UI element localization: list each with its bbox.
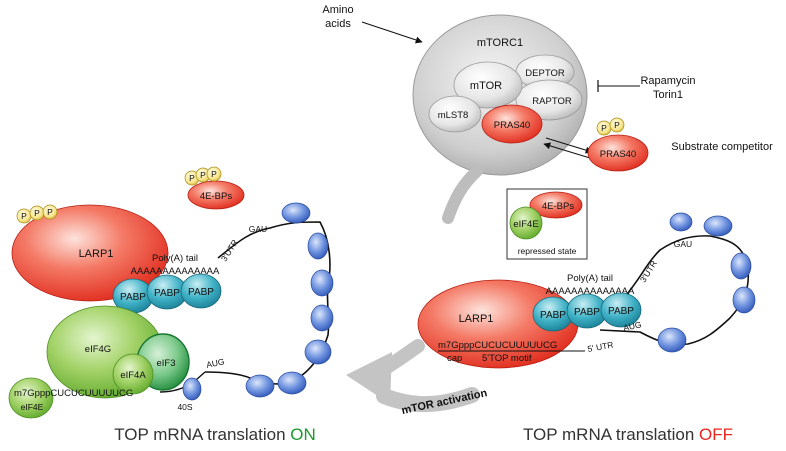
right-aug-label: AUG (622, 319, 642, 333)
right-cap-seq: m7GpppCUCUCUUUUUCG (438, 340, 557, 351)
right-pabp-1-label: PABP (540, 310, 566, 321)
phospho-group: P (206, 166, 222, 182)
substrate-competitor-label: Substrate competitor (671, 141, 773, 153)
right-larp1-label: LARP1 (459, 313, 494, 325)
phospho-group: P (16, 208, 32, 224)
phospho-group: P (42, 204, 58, 220)
amino-acids-label-1: Amino (322, 4, 353, 16)
phospho-label: P (200, 170, 206, 180)
phospho-group: P (184, 170, 200, 186)
mlst8-label: mLST8 (438, 110, 469, 121)
mtor-subunit: mTOR (453, 61, 523, 109)
rapamycin-label: Rapamycin (640, 75, 695, 87)
left-eif4e-label: eIF4E (21, 402, 44, 412)
right-pabp-3: PABP (600, 292, 642, 328)
left-eif4e: eIF4E (8, 377, 54, 419)
right-polya-label: Poly(A) tail (567, 273, 613, 284)
left-caption-state: ON (290, 425, 316, 444)
mlst8-subunit: mLST8 (428, 95, 482, 133)
phospho-group: P (29, 205, 45, 221)
left-caption-prefix: TOP mRNA translation (114, 425, 290, 444)
phospho-label: P (614, 120, 620, 130)
left-pabp-2-label: PABP (154, 288, 180, 299)
left-pabp-1-label: PABP (120, 292, 146, 303)
left-40s-subunit: 40S (177, 377, 202, 412)
left-pabp-3: PABP (180, 273, 222, 309)
phospho-label: P (211, 169, 217, 179)
right-polya-seq: AAAAAAAAAAAAAA (546, 286, 635, 297)
repressed-4ebps-label: 4E-BPs (542, 201, 574, 212)
free-4ebps: 4E-BPs P P P (184, 166, 245, 210)
left-cap-seq: m7GpppCUCUCUUUUUCG (14, 388, 133, 399)
exchange-arrows (543, 137, 593, 159)
mtor-activation-arrow (346, 165, 483, 413)
right-larp1: LARP1 (417, 279, 579, 369)
free-pras40: PRAS40 P P (587, 117, 649, 172)
left-eif4a-label: eIF4A (120, 370, 146, 381)
left-eif4a: eIF4A (112, 353, 154, 395)
amino-acids-label-2: acids (325, 18, 351, 30)
repressed-eif4e-label: eIF4E (513, 219, 538, 230)
right-pabp-3-label: PABP (608, 306, 634, 317)
left-eif3-label: eIF3 (156, 358, 175, 369)
mtorc1-title: mTORC1 (477, 37, 523, 49)
mtorc1-complex: mTORC1 DEPTOR RAPTOR mTOR mLST8 PRAS40 (412, 14, 588, 176)
left-pabp-3-label: PABP (188, 287, 214, 298)
repressed-state-box: 4E-BPs eIF4E repressed state (506, 188, 588, 260)
deptor-label: DEPTOR (525, 68, 565, 79)
left-3utr-label: 3'UTR (219, 238, 240, 264)
left-larp1: LARP1 P P P (11, 204, 169, 302)
right-caption: TOP mRNA translation OFF (523, 425, 733, 444)
torin1-label: Torin1 (653, 89, 683, 101)
phospho-label: P (21, 211, 27, 221)
left-mrna-beads (245, 202, 334, 398)
free-4ebps-label: 4E-BPs (200, 191, 232, 202)
left-polya-seq: AAAAAAAAAAAAAA (131, 266, 220, 277)
right-gau-label: GAU (674, 239, 692, 249)
raptor-label: RAPTOR (532, 96, 572, 107)
free-pras40-label: PRAS40 (600, 149, 636, 160)
right-cap-label: cap (447, 353, 462, 364)
left-larp1-label: LARP1 (79, 248, 114, 260)
phospho-label: P (189, 173, 195, 183)
inhibition-bar (597, 80, 640, 92)
right-5utr-label: 5' UTR (587, 340, 615, 354)
repressed-state-label: repressed state (518, 246, 577, 256)
phospho-label: P (601, 123, 607, 133)
right-pabp-1: PABP (532, 296, 574, 332)
phospho-group: P (609, 117, 625, 133)
left-caption: TOP mRNA translation ON (114, 425, 316, 444)
right-caption-state: OFF (699, 425, 733, 444)
pras40-bound: PRAS40 (481, 104, 543, 144)
left-40s-label: 40S (177, 402, 192, 412)
right-pabp-2-label: PABP (574, 307, 600, 318)
left-eif4g-label: eIF4G (85, 344, 111, 355)
left-gau-label: GAU (249, 224, 267, 234)
right-3utr-label: 3'UTR (638, 259, 659, 285)
right-pabp-2: PABP (566, 293, 608, 329)
amino-acids-arrow (361, 21, 423, 44)
phospho-label: P (34, 208, 40, 218)
right-caption-prefix: TOP mRNA translation (523, 425, 699, 444)
phospho-label: P (47, 207, 53, 217)
left-aug-label: AUG (205, 356, 225, 370)
pras40-bound-label: PRAS40 (494, 120, 530, 131)
phospho-group: P (596, 120, 612, 136)
right-top-motif-label: 5'TOP motif (482, 353, 532, 364)
left-polya-label: Poly(A) tail (152, 253, 198, 264)
mtor-label: mTOR (470, 80, 502, 92)
right-mrna-beads (657, 212, 756, 353)
